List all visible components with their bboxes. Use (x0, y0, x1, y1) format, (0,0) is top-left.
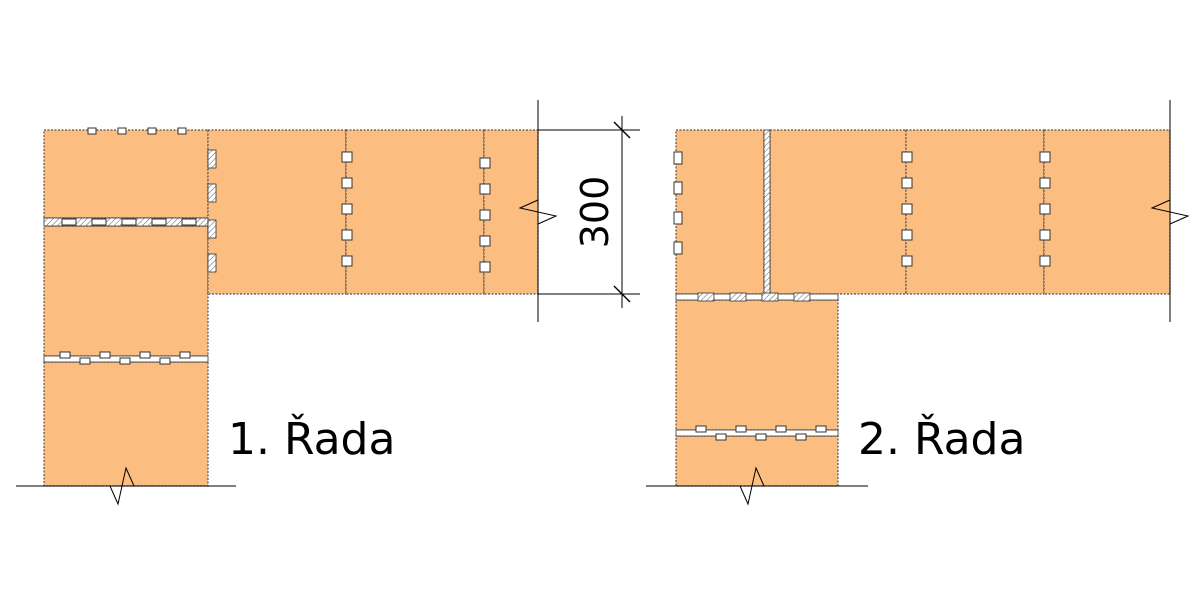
course-2-main-block-1 (769, 129, 907, 295)
course-2-end-notches (673, 151, 683, 255)
course-1-joint-4 (341, 151, 353, 267)
course-2-break-right (1150, 199, 1190, 225)
course-1-top-notches (87, 127, 187, 135)
course-1-wall-block-a (43, 225, 209, 357)
course-1-label: 1. Řada (228, 413, 395, 465)
dimension-label: 300 (573, 176, 617, 249)
course-1-wall-block-b (43, 361, 209, 487)
course-1-break-right (518, 199, 558, 225)
course-2-joint-1 (763, 129, 771, 295)
course-2-end-block (675, 129, 765, 295)
wall-thickness-dimension: 300 (538, 116, 640, 308)
course-1-joint-2 (43, 351, 209, 365)
course-1-break-bottom (109, 466, 135, 506)
course-2-joint-5 (675, 425, 839, 441)
course-1-joint-3 (207, 149, 217, 273)
course-1-main-block-3 (483, 129, 539, 295)
course-1-joint-5 (479, 157, 491, 273)
course-1-joint-1 (43, 217, 209, 227)
course-2-label: 2. Řada (858, 413, 1025, 465)
course-2-break-bottom (739, 466, 765, 506)
course-1-plan (16, 100, 558, 506)
course-2-joint-3 (1039, 151, 1051, 267)
course-1-corner-block (43, 129, 209, 219)
course-2-joint-4 (675, 292, 839, 302)
course-2-joint-2 (901, 151, 913, 267)
course-2-plan (646, 100, 1190, 506)
course-1-main-block-1 (207, 129, 347, 295)
course-1-main-block-2 (345, 129, 485, 295)
course-2-main-block-3 (1043, 129, 1171, 295)
course-2-wall-block-b (675, 435, 839, 487)
course-2-main-block-2 (905, 129, 1045, 295)
course-2-wall-block-a (675, 299, 839, 431)
